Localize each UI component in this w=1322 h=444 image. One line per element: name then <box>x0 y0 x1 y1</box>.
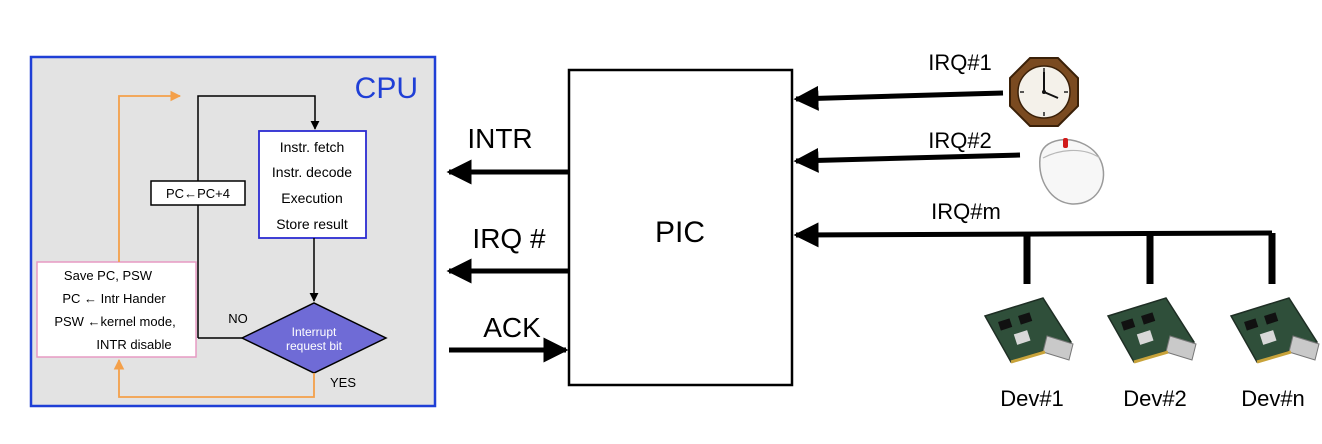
no-label: NO <box>228 311 248 326</box>
interrupt-label: Interrupt <box>292 325 337 339</box>
device-n-card-icon <box>1229 297 1320 364</box>
psw-kernel-mode-label: PSW ←kernel mode, <box>54 314 175 329</box>
irq-number-signal-label: IRQ # <box>472 223 546 254</box>
irqm-label: IRQ#m <box>931 199 1001 224</box>
pc-increment-label: PC←PC+4 <box>166 186 230 201</box>
cpu-title: CPU <box>355 72 418 105</box>
device-1-card-icon <box>983 297 1074 364</box>
handler-to-fetch-line <box>118 90 182 262</box>
instr-decode-label: Instr. decode <box>272 164 352 180</box>
device-2-card-icon <box>1106 297 1197 364</box>
device-2-label: Dev#2 <box>1123 386 1187 411</box>
intr-signal-label: INTR <box>467 123 532 154</box>
irqm-arrow <box>793 222 1273 248</box>
yes-label: YES <box>330 375 356 390</box>
pic-box <box>567 68 794 387</box>
pic-label: PIC <box>655 216 705 249</box>
instr-fetch-label: Instr. fetch <box>280 139 345 155</box>
interrupt-handler-box <box>36 261 197 358</box>
irq1-arrow <box>793 85 1004 111</box>
device-1-label: Dev#1 <box>1000 386 1064 411</box>
device-n-label: Dev#n <box>1241 386 1305 411</box>
instruction-cycle-box <box>258 130 367 239</box>
ack-signal-label: ACK <box>483 312 541 343</box>
store-result-label: Store result <box>276 216 348 232</box>
intr-disable-label: INTR disable <box>96 337 171 352</box>
cpu-panel: CPU Instr. fetch Instr. decode Execution… <box>29 55 437 408</box>
bus-signals: INTR IRQ # ACK <box>446 123 569 363</box>
request-bit-label: request bit <box>286 339 343 353</box>
irq2-arrow <box>793 147 1021 173</box>
irq1-label: IRQ#1 <box>928 50 992 75</box>
save-pc-psw-label: Save PC, PSW <box>64 268 153 283</box>
interrupt-decision-diamond <box>240 302 388 374</box>
mouse-icon <box>1039 138 1105 205</box>
pc-intr-handler-label: PC ← Intr Hander <box>62 291 166 306</box>
yes-to-handler-line <box>113 358 315 398</box>
clock-icon <box>1009 57 1079 127</box>
irq-lines: IRQ#1 IRQ#2 IRQ#m <box>793 50 1276 284</box>
loop-back-line <box>197 95 320 181</box>
irq2-label: IRQ#2 <box>928 128 992 153</box>
pic-block: PIC <box>567 68 794 387</box>
execution-label: Execution <box>281 190 342 206</box>
